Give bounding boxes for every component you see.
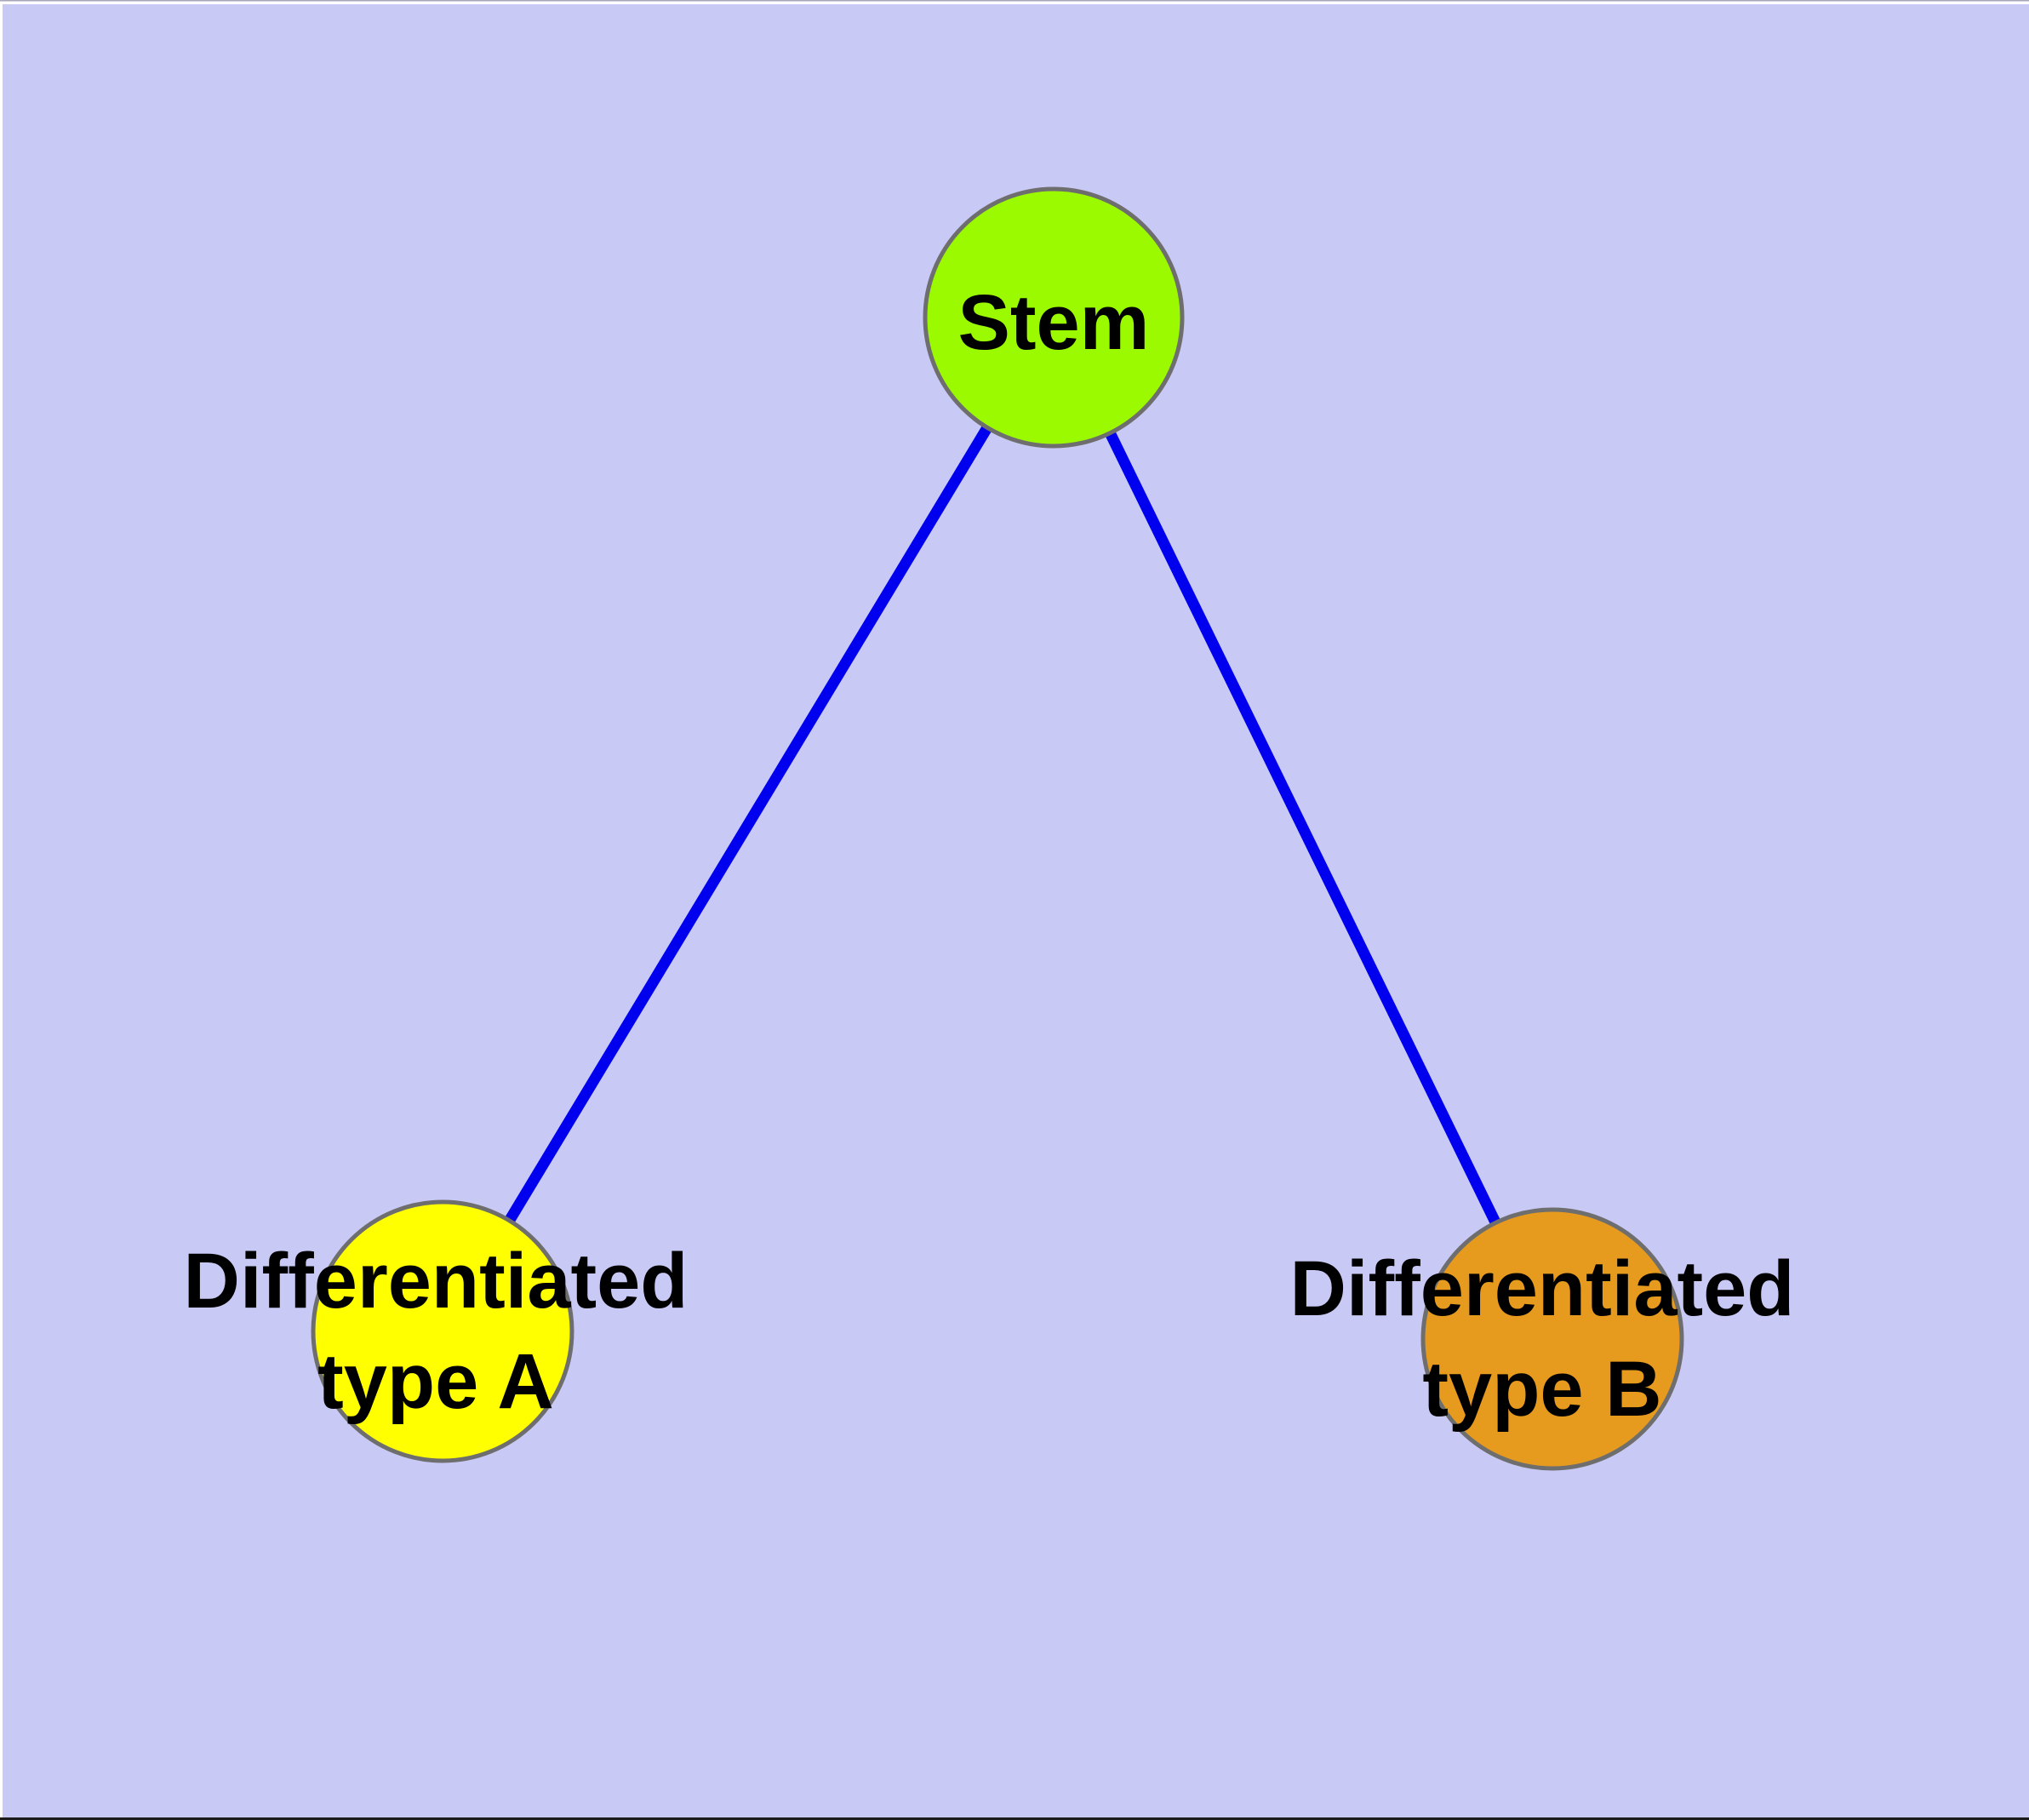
- node-differentiated-type-a-label-line2: type A: [317, 1338, 554, 1425]
- node-differentiated-type-b-circle: [1420, 1207, 1684, 1471]
- node-stem-circle: [923, 186, 1185, 449]
- node-differentiated-type-b-label-line1: Differentiated: [1290, 1245, 1795, 1332]
- node-differentiated-type-a-circle: [311, 1199, 574, 1463]
- node-differentiated-type-a-label-line1: Differentiated: [184, 1238, 689, 1325]
- node-stem-label: Stem: [958, 279, 1150, 366]
- node-differentiated-type-b-label-line2: type B: [1422, 1346, 1661, 1433]
- node-stem: Stem: [923, 186, 1185, 449]
- edge-stem-to-type-b: [1049, 315, 1557, 1342]
- page-top-border: [0, 0, 2029, 2]
- edge-stem-to-type-a: [437, 314, 1059, 1335]
- page-bottom-border: [0, 1817, 2029, 1820]
- node-differentiated-type-a: Differentiated type A: [184, 1199, 689, 1463]
- node-differentiated-type-b: Differentiated type B: [1290, 1207, 1795, 1471]
